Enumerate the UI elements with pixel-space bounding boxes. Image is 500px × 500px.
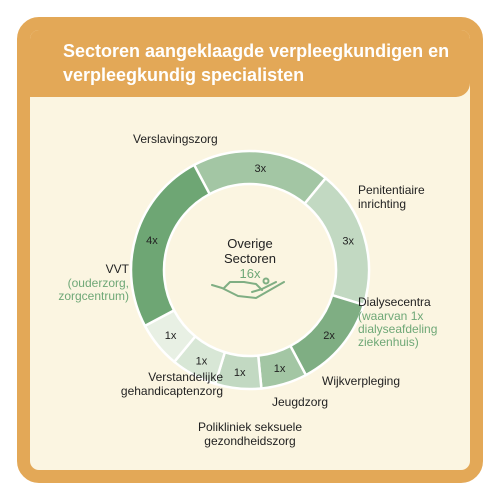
hand-icon <box>211 277 285 299</box>
data-label-polikliniek-seksuele-gezondheidszorg: 1x <box>196 355 208 367</box>
data-label-verstandelijke-gehandicaptenzorg: 1x <box>165 330 177 342</box>
category-label-verslavingszorg: Verslavingszorg <box>133 132 218 146</box>
data-label-verslavingszorg: 3x <box>254 163 266 175</box>
category-label-jeugdzorg: Jeugdzorg <box>272 395 328 409</box>
center-line2: Sectoren <box>224 251 276 266</box>
category-label-vvt: VVT(ouderzorg,zorgcentrum) <box>58 262 129 303</box>
center-block: Overige Sectoren 16x <box>211 236 285 299</box>
data-label-vvt: 4x <box>146 235 158 247</box>
center-line1: Overige <box>227 236 273 251</box>
data-label-jeugdzorg: 1x <box>234 367 246 379</box>
chart-title: Sectoren aangeklaagde verpleegkundigen e… <box>63 41 450 85</box>
data-label-wijkverpleging: 1x <box>274 363 286 375</box>
category-label-wijkverpleging: Wijkverpleging <box>322 374 400 388</box>
infographic-card: Sectoren aangeklaagde verpleegkundigen e… <box>17 17 483 483</box>
title-banner: Sectoren aangeklaagde verpleegkundigen e… <box>30 30 470 97</box>
data-label-penitentiaire-inrichting: 3x <box>342 235 354 247</box>
slice-verslavingszorg <box>192 149 328 206</box>
data-label-dialysecentra: 2x <box>323 330 335 342</box>
slice-vvt <box>129 163 212 328</box>
center-count: 16x <box>240 266 261 281</box>
